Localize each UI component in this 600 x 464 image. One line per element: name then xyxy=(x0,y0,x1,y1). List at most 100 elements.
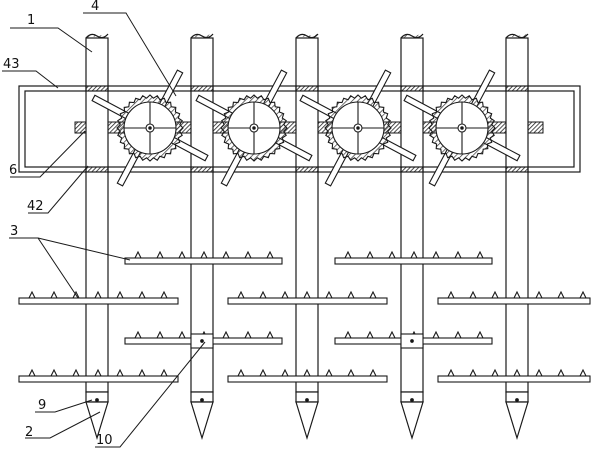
gear-3 xyxy=(299,69,417,187)
bar-tooth xyxy=(134,250,142,259)
label-9: 9 xyxy=(38,398,46,413)
label-42: 42 xyxy=(27,199,44,214)
bar-row1-0 xyxy=(124,250,283,265)
post-break-mark xyxy=(400,33,424,39)
bar-tooth xyxy=(579,368,587,377)
bar-row2-1 xyxy=(227,290,388,305)
post-break-mark xyxy=(85,33,109,39)
collar-top xyxy=(85,85,109,92)
bar-body xyxy=(18,297,179,305)
post-break-mark xyxy=(295,33,319,39)
bar-tooth xyxy=(469,290,477,299)
tip-cone xyxy=(85,401,109,441)
bar-tooth xyxy=(432,330,440,339)
bar-tooth xyxy=(476,250,484,259)
bar-tooth xyxy=(134,330,142,339)
collar-top xyxy=(190,85,214,92)
collar-top xyxy=(400,85,424,92)
gear-center xyxy=(148,126,152,130)
label-10: 10 xyxy=(96,433,113,448)
bar-tooth xyxy=(432,250,440,259)
collar-top xyxy=(295,85,319,92)
collar-bottom xyxy=(505,166,529,173)
bar-tooth xyxy=(303,290,311,299)
tip-dot xyxy=(515,398,519,402)
connector-dot xyxy=(200,339,204,343)
tip-dot xyxy=(200,398,204,402)
bar-tooth xyxy=(281,368,289,377)
bar-body xyxy=(124,257,283,265)
bar-tooth xyxy=(156,250,164,259)
bar-tooth xyxy=(454,330,462,339)
bar-row4-1 xyxy=(227,368,388,383)
bar-body xyxy=(334,257,493,265)
bar-tooth xyxy=(222,330,230,339)
tip-cone xyxy=(505,401,529,441)
bar-tooth xyxy=(447,290,455,299)
bar-tooth xyxy=(94,368,102,377)
tip-cone xyxy=(400,401,424,441)
leader-lines xyxy=(2,12,206,448)
bar-tooth xyxy=(325,368,333,377)
bar-tooth xyxy=(513,368,521,377)
leader-1 xyxy=(10,27,93,53)
collar-bottom xyxy=(400,166,424,173)
leader-3 xyxy=(9,237,79,299)
post-2 xyxy=(190,33,214,441)
bar-tooth xyxy=(513,290,521,299)
tip-dot xyxy=(410,398,414,402)
leader-2 xyxy=(25,411,101,439)
bar-tooth xyxy=(138,290,146,299)
bar-tooth xyxy=(72,290,80,299)
collar-bottom xyxy=(190,166,214,173)
bar-tooth xyxy=(366,330,374,339)
collar-bottom xyxy=(295,166,319,173)
bar-body xyxy=(437,375,591,383)
bar-tooth xyxy=(491,290,499,299)
label-6: 6 xyxy=(9,163,17,178)
label-3: 3 xyxy=(10,224,18,239)
bar-tooth xyxy=(388,330,396,339)
leader-6 xyxy=(10,130,86,178)
bar-tooth xyxy=(454,250,462,259)
tip-cone xyxy=(190,401,214,441)
post-4 xyxy=(400,33,424,441)
leader-3b xyxy=(37,237,131,261)
leader-42 xyxy=(28,165,89,214)
bar-tooth xyxy=(347,368,355,377)
bar-row4-2 xyxy=(437,368,591,383)
connector-dot xyxy=(410,339,414,343)
bar-tooth xyxy=(237,290,245,299)
bar-tooth xyxy=(259,368,267,377)
bar-tooth xyxy=(244,250,252,259)
bar-tooth xyxy=(28,368,36,377)
bar-tooth xyxy=(469,368,477,377)
connector-2 xyxy=(400,333,424,349)
bar-body xyxy=(227,297,388,305)
bar-tooth xyxy=(535,368,543,377)
bar-tooth xyxy=(116,368,124,377)
gear-2 xyxy=(195,69,313,187)
bar-tooth xyxy=(266,250,274,259)
bar-row1-1 xyxy=(334,250,493,265)
post-break-mark xyxy=(190,33,214,39)
bar-tooth xyxy=(388,250,396,259)
gear-group xyxy=(91,69,521,187)
bar-tooth xyxy=(237,368,245,377)
gear-center xyxy=(356,126,360,130)
bar-tooth xyxy=(156,330,164,339)
collar-top xyxy=(505,85,529,92)
leader-9 xyxy=(35,399,93,413)
bar-tooth xyxy=(369,290,377,299)
tooth-bar-group xyxy=(18,250,591,383)
gear-center xyxy=(252,126,256,130)
bar-tooth xyxy=(369,368,377,377)
bar-tooth xyxy=(160,368,168,377)
bar-body xyxy=(227,375,388,383)
bar-tooth xyxy=(281,290,289,299)
bar-tooth xyxy=(28,290,36,299)
collar-bottom xyxy=(85,166,109,173)
bar-tooth xyxy=(160,290,168,299)
bar-tooth xyxy=(491,368,499,377)
